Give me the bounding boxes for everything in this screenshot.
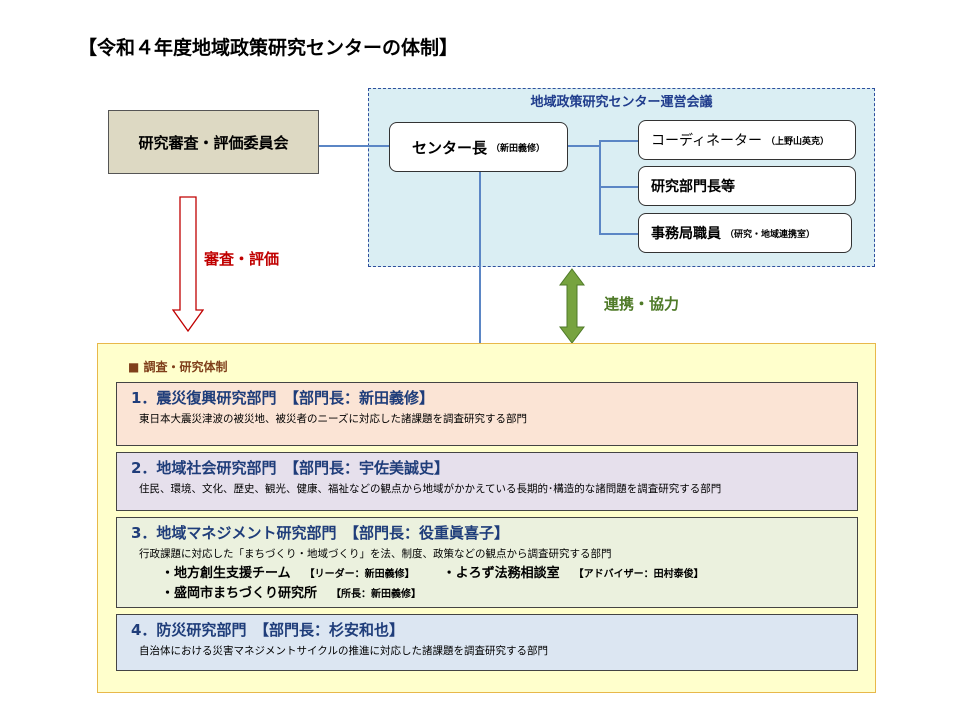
- unit-name: ・地方創生支援チーム: [161, 566, 291, 581]
- department-title: 3．地域マネジメント研究部門 【部門長：役重眞喜子】: [131, 524, 509, 542]
- unit-row: ・地方創生支援チーム 【リーダー：新田義修】 ・よろず法務相談室 【アドバイザー：田村…: [131, 562, 857, 581]
- coordinator-box: コーディネーター （上野山英克）: [638, 120, 856, 160]
- staff-box: 事務局職員 （研究・地域連携室）: [638, 213, 852, 253]
- unit-tag: 【リーダー：新田義修】: [304, 569, 415, 580]
- cooperation-arrow-icon: [559, 268, 585, 344]
- cooperation-label: 連携・協力: [604, 295, 680, 313]
- department-heads-label: 研究部門長等: [651, 179, 735, 195]
- department-title: 1．震災復興研究部門 【部門長：新田義修】: [131, 389, 434, 407]
- review-arrow-label: 審査・評価: [204, 250, 280, 268]
- connector-committee-director: [319, 145, 389, 147]
- review-arrow-icon: [172, 196, 204, 333]
- coordinator-label: コーディネーター: [651, 133, 763, 149]
- department-box-1: 1．震災復興研究部門 【部門長：新田義修】 東日本大震災津波の被災地、被災者のニ…: [116, 382, 858, 446]
- department-title: 2．地域社会研究部門 【部門長：宇佐美誠史】: [131, 459, 449, 477]
- unit-name: ・よろず法務相談室: [442, 566, 560, 581]
- unit-name: ・盛岡市まちづくり研究所: [161, 586, 318, 601]
- coordinator-name: （上野山英克）: [766, 136, 830, 147]
- department-box-3: 3．地域マネジメント研究部門 【部門長：役重眞喜子】 行政課題に対応した「まちづ…: [116, 517, 858, 608]
- connector-director-right: [568, 145, 600, 147]
- council-label: 地域政策研究センター運営会議: [530, 95, 713, 110]
- director-name: （新田義修）: [491, 143, 546, 154]
- department-box-4: 4．防災研究部門 【部門長：杉安和也】 自治体における災害マネジメントサイクルの…: [116, 614, 858, 671]
- connector-director-research: [479, 172, 481, 343]
- director-label: センター長: [411, 138, 487, 157]
- department-box-2: 2．地域社会研究部門 【部門長：宇佐美誠史】 住民、環境、文化、歴史、観光、健康…: [116, 452, 858, 511]
- unit-tag: 【所長：新田義修】: [331, 589, 422, 600]
- unit-row: ・盛岡市まちづくり研究所 【所長：新田義修】: [131, 582, 857, 601]
- connector-coordinator: [599, 140, 638, 142]
- page-title: 【令和４年度地域政策研究センターの体制】: [78, 37, 459, 59]
- director-box: センター長 （新田義修）: [389, 122, 568, 172]
- connector-staff: [599, 233, 638, 235]
- department-desc: 住民、環境、文化、歴史、観光、健康、福祉などの観点から地域がかかえている長期的･…: [139, 483, 722, 495]
- department-desc: 行政課題に対応した「まちづくり・地域づくり」を法、制度、政策などの観点から調査研…: [139, 548, 612, 560]
- staff-label: 事務局職員: [651, 226, 721, 242]
- unit-tag: 【アドバイザー：田村泰俊】: [573, 569, 704, 580]
- review-committee-box: 研究審査・評価委員会: [108, 110, 319, 174]
- department-heads-box: 研究部門長等: [638, 166, 856, 206]
- research-label: ■ 調査・研究体制: [128, 360, 228, 374]
- department-desc: 自治体における災害マネジメントサイクルの推進に対応した諸課題を調査研究する部門: [139, 645, 548, 657]
- connector-heads: [599, 186, 638, 188]
- department-desc: 東日本大震災津波の被災地、被災者のニーズに対応した諸課題を調査研究する部門: [139, 413, 527, 425]
- department-title: 4．防災研究部門 【部門長：杉安和也】: [131, 621, 404, 639]
- staff-note: （研究・地域連携室）: [725, 229, 816, 240]
